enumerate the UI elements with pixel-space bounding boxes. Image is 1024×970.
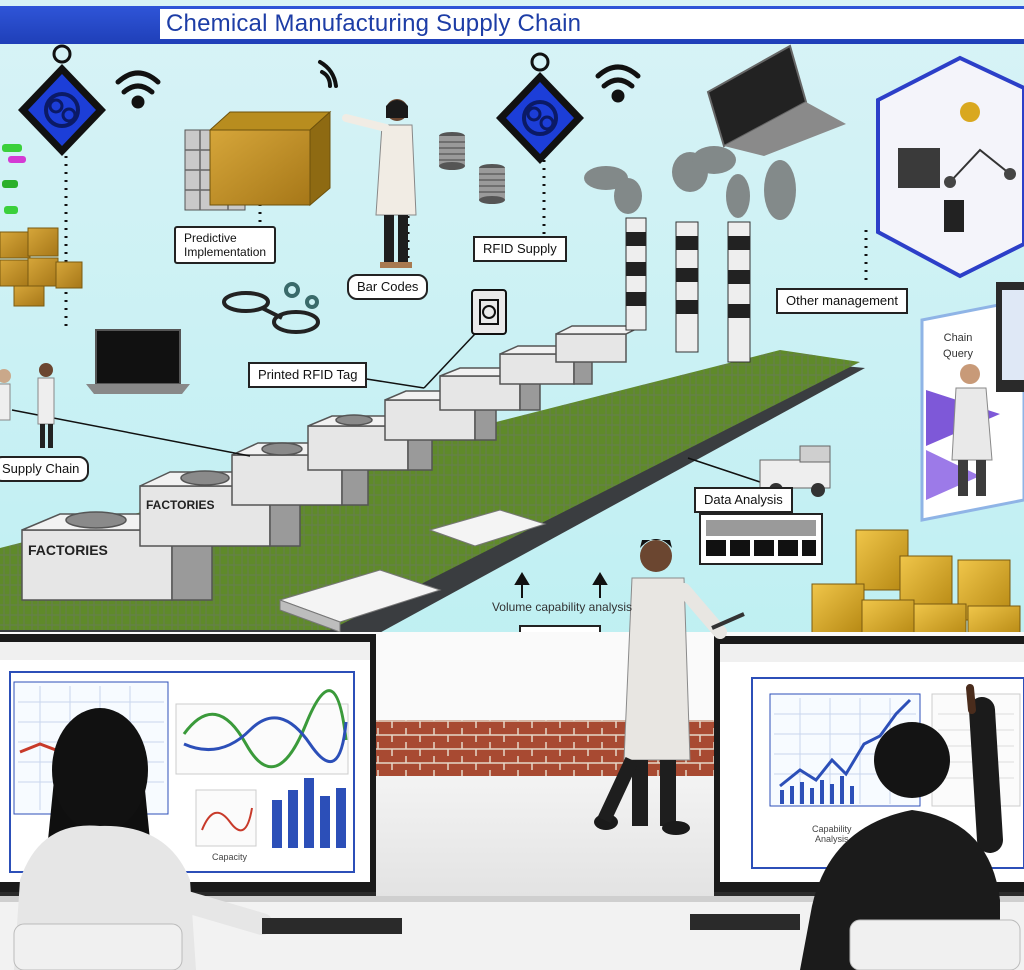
- rfid-chip-icon: [471, 289, 507, 335]
- forklift: [759, 445, 831, 497]
- gold-bars: [811, 529, 1021, 639]
- crates-left: [0, 227, 83, 307]
- label-rfid-supply: RFID Supply: [473, 236, 567, 262]
- up-arrow-icon: [514, 572, 608, 598]
- chain-query-panel: [876, 55, 1024, 279]
- label-other-management: Other management: [776, 288, 909, 314]
- label-data-analysis: Data Analysis: [694, 487, 793, 513]
- standing-scientist: [594, 539, 745, 835]
- label-chain-query: Chain Query: [943, 332, 973, 360]
- processing-unit: [184, 110, 332, 211]
- smokestacks: [584, 146, 796, 363]
- network-diamond-icon: [18, 44, 106, 156]
- label-printed-rfid-tag: Printed RFID Tag: [248, 362, 368, 388]
- title-banner-inner: [160, 9, 1024, 39]
- spool-icon: [479, 164, 505, 204]
- laptop-icon: [706, 44, 846, 156]
- laptop-icon: [86, 329, 190, 394]
- label-supply-chain-left: Supply Chain: [0, 456, 90, 482]
- label-bar-codes: Bar Codes: [347, 274, 429, 300]
- factory-sign-a: FACTORIES: [28, 542, 108, 558]
- factory-sign-b: FACTORIES: [146, 498, 215, 512]
- scientist-woman: [342, 99, 417, 268]
- page-title: Chemical Manufacturing Supply Chain: [166, 10, 582, 37]
- left-workers: [0, 363, 55, 448]
- gear-icon: [222, 282, 320, 334]
- wifi-signal-icon: [115, 70, 161, 109]
- wifi-signal-icon: [318, 60, 338, 88]
- right-monitor-caption: Capability Analysis: [812, 824, 852, 844]
- label-volume-capability: Volume capability analysis: [491, 600, 633, 614]
- wifi-signal-icon: [595, 64, 641, 103]
- colored-badges: [2, 144, 26, 214]
- chain-query-screen: [920, 282, 1024, 522]
- spool-icon: [439, 132, 465, 170]
- left-monitor-caption: Capacity: [212, 852, 248, 862]
- data-analysis-bar: [699, 513, 823, 565]
- label-predictive-implementation: Predictive Implementation: [174, 226, 277, 264]
- factory-buildings: [21, 325, 643, 601]
- connector-lines: [64, 140, 868, 330]
- storage-modules: [278, 509, 547, 633]
- network-diamond-icon: [496, 52, 584, 164]
- factory-platform: [0, 350, 865, 660]
